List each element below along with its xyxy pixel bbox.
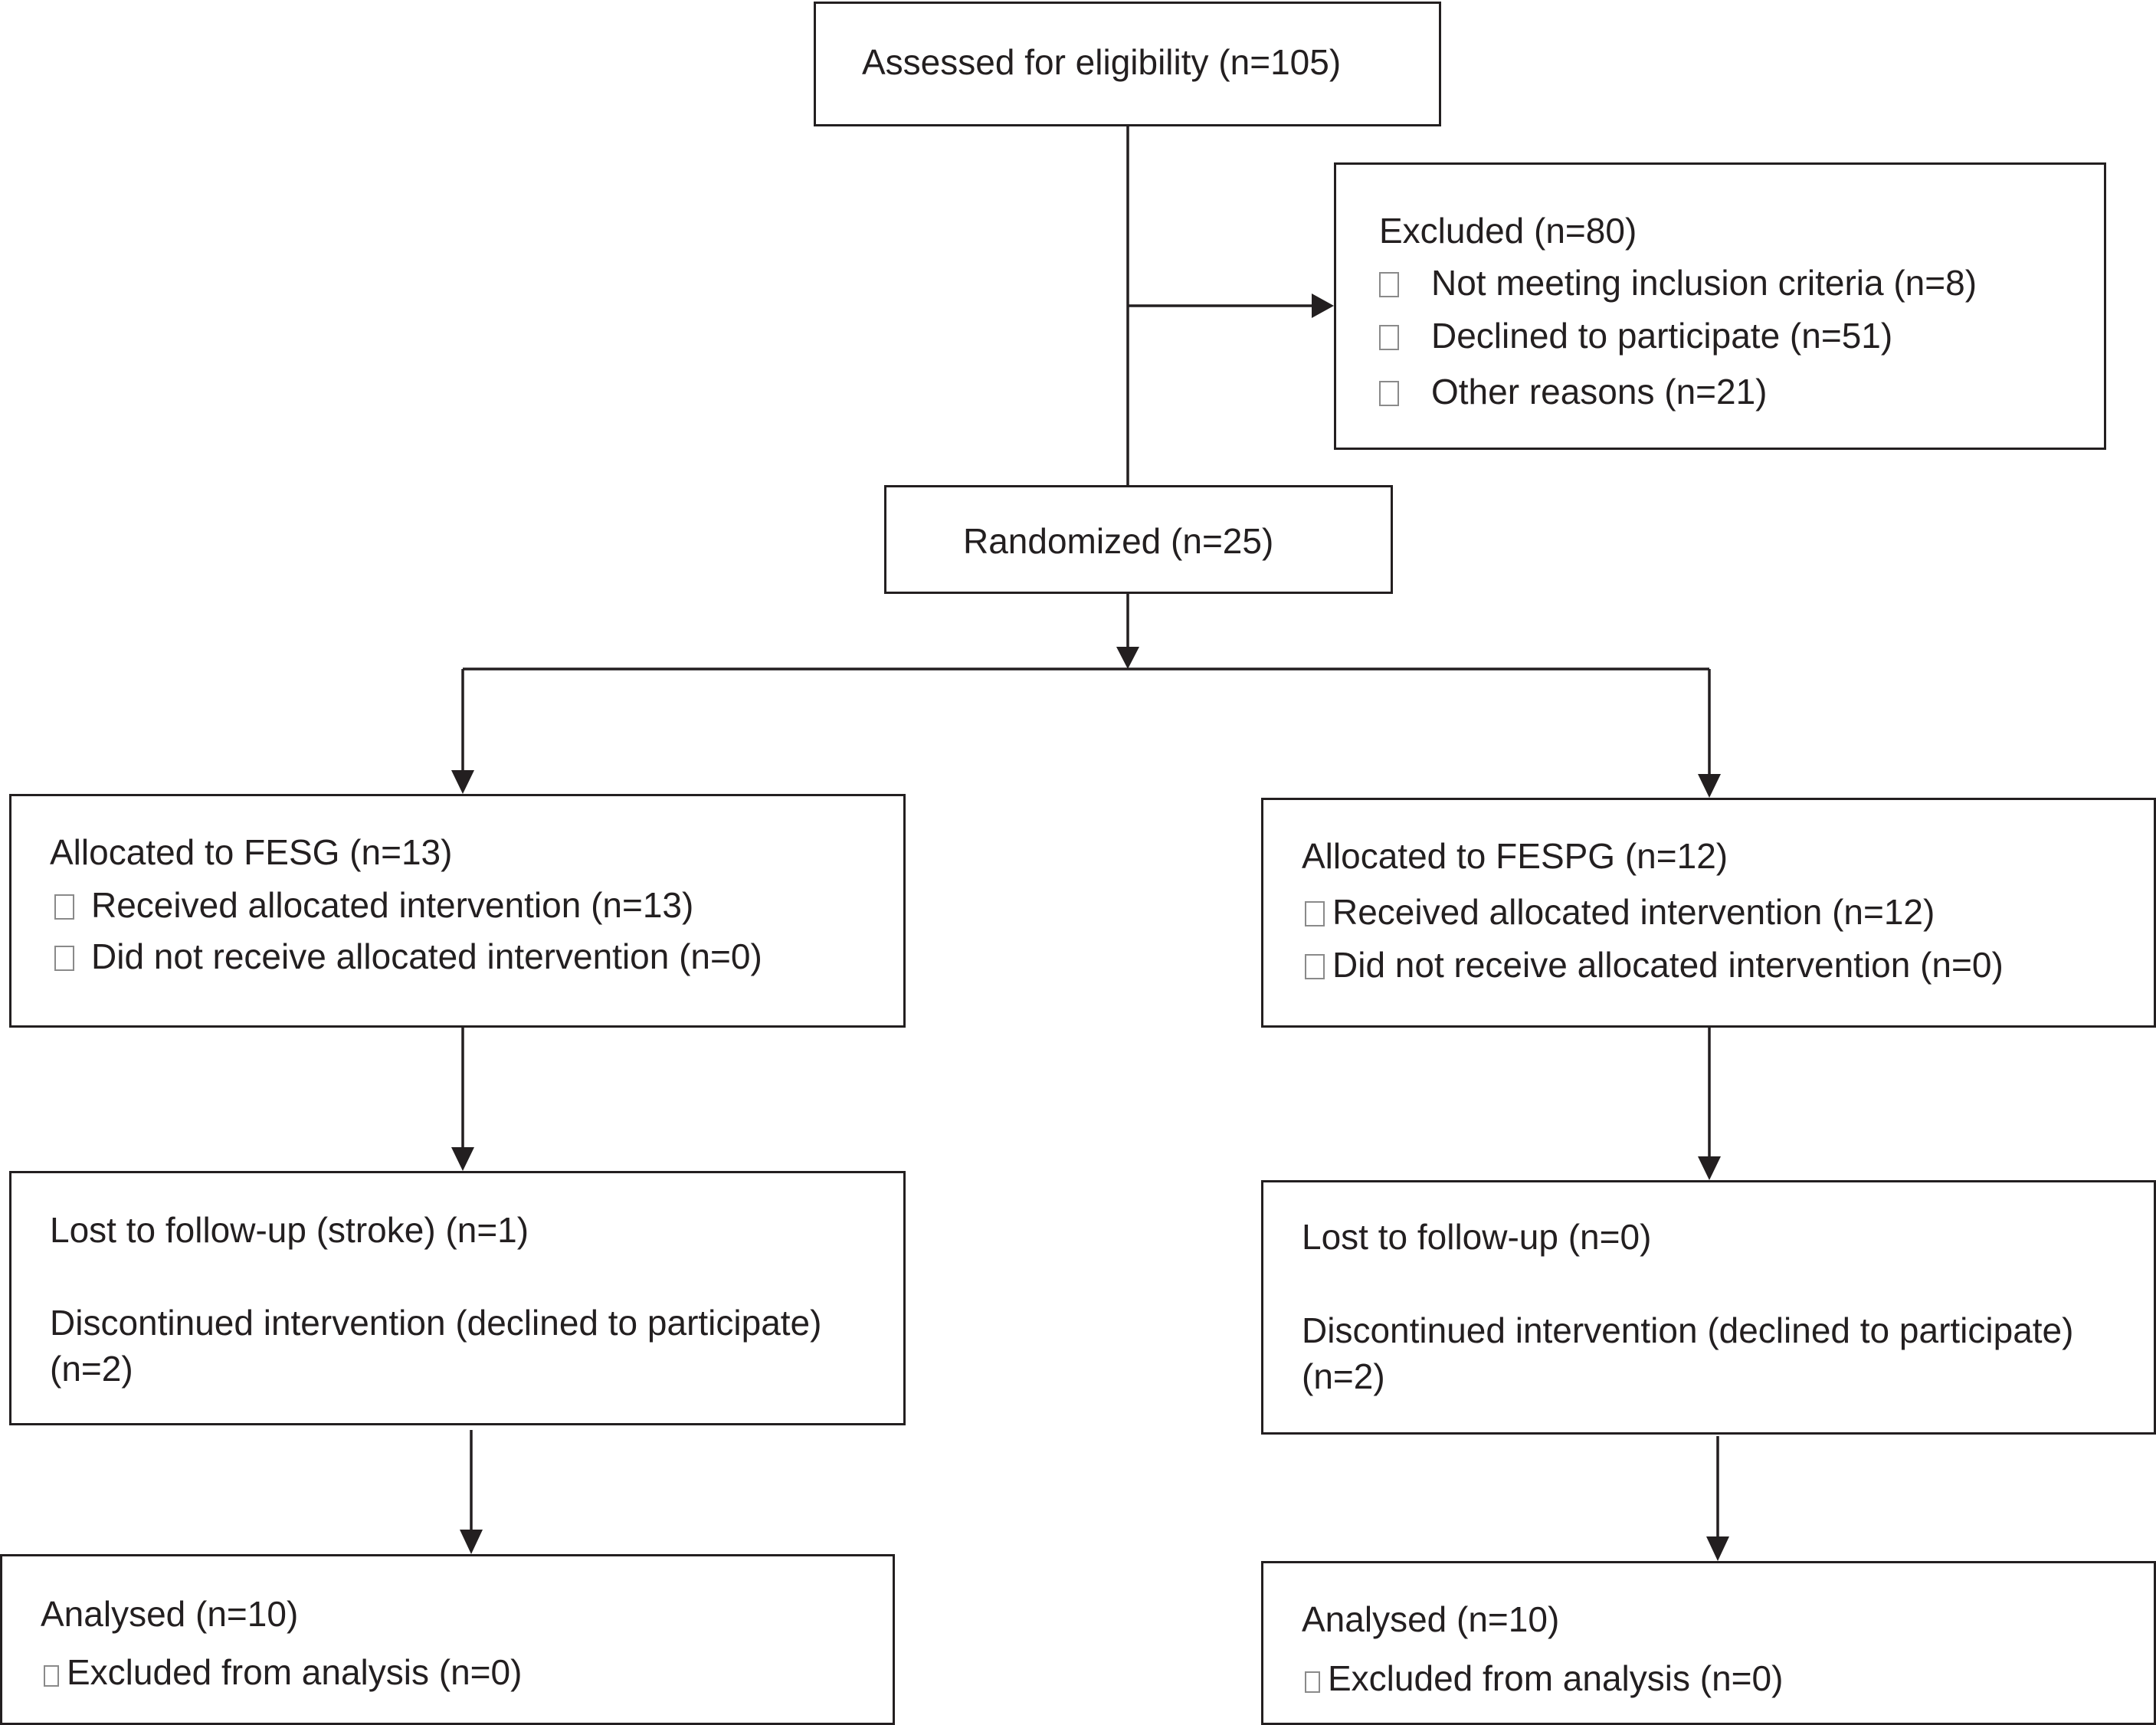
fespg-analysis-title: Analysed (n=10) <box>1302 1599 1560 1639</box>
arrowhead-fesg-allocation <box>451 770 474 794</box>
fespg-allocation-item: Did not receive allocated intervention (… <box>1305 947 2004 982</box>
fesg-allocation-item: Received allocated intervention (n=13) <box>54 887 693 923</box>
fespg-allocation-box: Allocated to FESPG (n=12) Received alloc… <box>1261 798 2156 1028</box>
checkbox-icon <box>54 946 74 971</box>
checkbox-icon <box>44 1665 59 1687</box>
fesg-allocation-item-label: Received allocated intervention (n=13) <box>91 885 694 925</box>
randomized-box: Randomized (n=25) <box>884 485 1393 594</box>
checkbox-icon <box>54 894 74 920</box>
assessed-text: Assessed for eligibility (n=105) <box>862 42 1342 82</box>
checkbox-icon <box>1379 381 1399 406</box>
fespg-allocation-item-label: Received allocated intervention (n=12) <box>1332 892 1935 932</box>
arrowhead-randomized <box>1116 647 1139 669</box>
fespg-analysis-box: Analysed (n=10) Excluded from analysis (… <box>1261 1561 2156 1725</box>
fesg-followup-lost: Lost to follow-up (stroke) (n=1) <box>50 1210 529 1250</box>
fesg-allocation-box: Allocated to FESG (n=13) Received alloca… <box>9 794 906 1028</box>
fespg-analysis-item: Excluded from analysis (n=0) <box>1305 1661 1783 1696</box>
fespg-followup-discontinued: Discontinued intervention (declined to p… <box>1302 1310 2074 1396</box>
fespg-allocation-item: Received allocated intervention (n=12) <box>1305 894 1935 930</box>
arrowhead-fespg-analysis <box>1706 1536 1729 1561</box>
excluded-item-label: Not meeting inclusion criteria (n=8) <box>1431 263 1977 303</box>
arrowhead-excluded <box>1312 294 1334 318</box>
randomized-text: Randomized (n=25) <box>963 521 1274 561</box>
excluded-item-label: Other reasons (n=21) <box>1431 372 1768 412</box>
checkbox-icon <box>1379 325 1399 350</box>
fesg-analysis-box: Analysed (n=10) Excluded from analysis (… <box>0 1554 895 1725</box>
fespg-followup-lost: Lost to follow-up (n=0) <box>1302 1217 1652 1257</box>
checkbox-icon <box>1305 1671 1320 1693</box>
fesg-allocation-item-label: Did not receive allocated intervention (… <box>91 936 762 976</box>
arrowhead-fesg-followup <box>451 1147 474 1171</box>
fespg-allocation-item-label: Did not receive allocated intervention (… <box>1332 945 2004 985</box>
excluded-box: Excluded (n=80) Not meeting inclusion cr… <box>1334 162 2106 450</box>
fesg-analysis-item: Excluded from analysis (n=0) <box>44 1654 522 1690</box>
checkbox-icon <box>1379 272 1399 297</box>
fespg-analysis-item-label: Excluded from analysis (n=0) <box>1328 1658 1784 1698</box>
excluded-item: Other reasons (n=21) <box>1379 374 1768 409</box>
fespg-allocation-title: Allocated to FESPG (n=12) <box>1302 836 1728 876</box>
checkbox-icon <box>1305 954 1325 979</box>
arrowhead-fespg-followup <box>1698 1156 1721 1180</box>
arrowhead-fespg-allocation <box>1698 774 1721 798</box>
fesg-analysis-item-label: Excluded from analysis (n=0) <box>67 1652 523 1692</box>
assessed-box: Assessed for eligibility (n=105) <box>814 2 1441 126</box>
fesg-allocation-item: Did not receive allocated intervention (… <box>54 939 762 974</box>
fesg-followup-box: Lost to follow-up (stroke) (n=1) Discont… <box>9 1171 906 1425</box>
excluded-item: Declined to participate (n=51) <box>1379 318 1892 353</box>
fesg-allocation-title: Allocated to FESG (n=13) <box>50 832 453 872</box>
checkbox-icon <box>1305 901 1325 926</box>
excluded-item-label: Declined to participate (n=51) <box>1431 316 1893 356</box>
fesg-analysis-title: Analysed (n=10) <box>41 1594 299 1634</box>
fesg-followup-discontinued: Discontinued intervention (declined to p… <box>50 1303 822 1389</box>
excluded-title: Excluded (n=80) <box>1379 211 1637 251</box>
arrowhead-fesg-analysis <box>460 1530 483 1554</box>
fespg-followup-box: Lost to follow-up (n=0) Discontinued int… <box>1261 1180 2156 1435</box>
excluded-item: Not meeting inclusion criteria (n=8) <box>1379 265 1977 300</box>
